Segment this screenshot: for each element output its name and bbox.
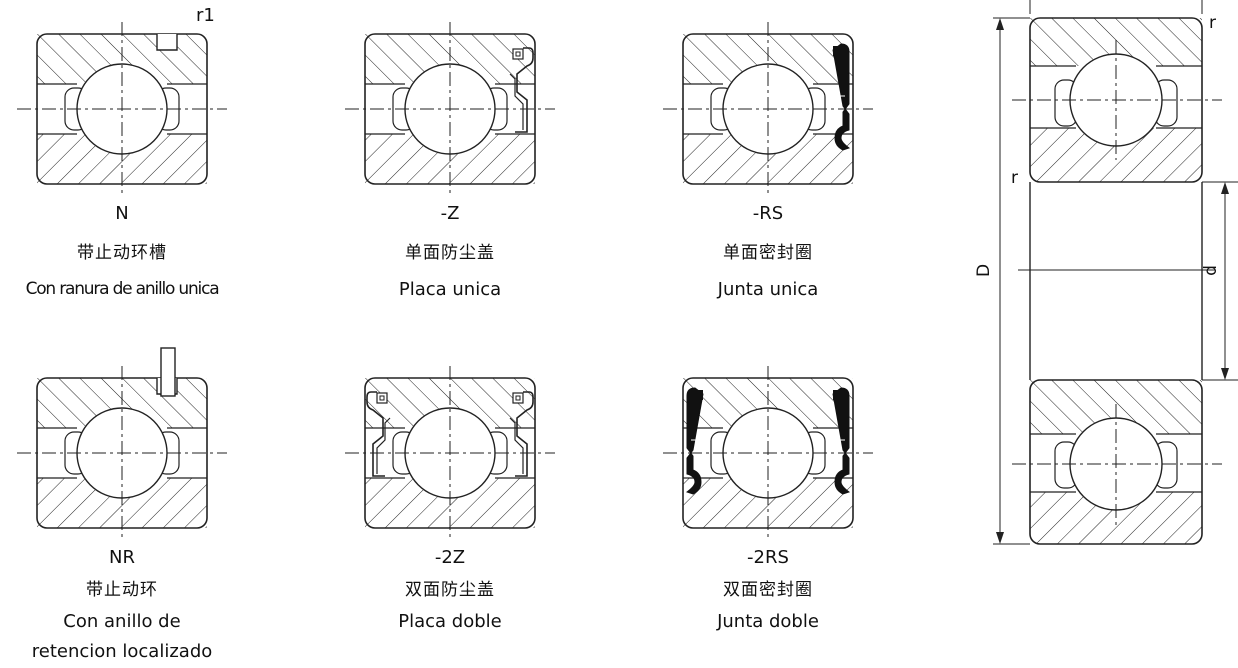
bearing-nr-drawing <box>16 347 228 541</box>
variant-nr-code: NR <box>109 547 135 568</box>
variant-z-cn: 单面防尘盖 <box>405 243 495 263</box>
bearing-z-drawing <box>344 21 556 197</box>
variant-2z-code: -2Z <box>434 547 466 568</box>
variant-2rs-es: Junta doble <box>717 611 819 632</box>
variant-2rs-code: -2RS <box>747 547 789 568</box>
variant-2rs-cn: 双面密封圈 <box>723 580 813 600</box>
variant-2z-es: Placa doble <box>398 611 502 632</box>
dim-d-inner: d <box>1200 265 1221 276</box>
variant-z-code: -Z <box>440 203 460 224</box>
variant-n-es: Con ranura de anillo unica <box>25 279 220 299</box>
dim-d-outer: D <box>974 263 995 278</box>
variant-nr-cn: 带止动环 <box>86 580 158 600</box>
bearing-2z-drawing <box>344 365 556 541</box>
r1-label: r1 <box>196 5 215 26</box>
bearing-section-view <box>993 0 1238 545</box>
variant-rs-code: -RS <box>752 203 784 224</box>
dim-r-side: r <box>1011 168 1018 188</box>
bearing-n-drawing <box>16 21 228 197</box>
variant-nr-es: Con anillo de <box>63 611 181 632</box>
bearing-rs-drawing <box>662 21 874 197</box>
variant-2z-cn: 双面防尘盖 <box>405 580 495 600</box>
variant-z-es: Placa unica <box>398 279 502 300</box>
variant-rs-es: Junta unica <box>717 279 819 300</box>
variant-rs-cn: 单面密封圈 <box>723 243 813 263</box>
variant-n-cn: 带止动环槽 <box>77 243 167 263</box>
bearing-2rs-drawing <box>662 365 874 541</box>
variant-n-code: N <box>115 203 129 224</box>
dim-r-top: r <box>1209 13 1216 33</box>
variant-nr-es2: retencion localizado <box>31 641 213 662</box>
